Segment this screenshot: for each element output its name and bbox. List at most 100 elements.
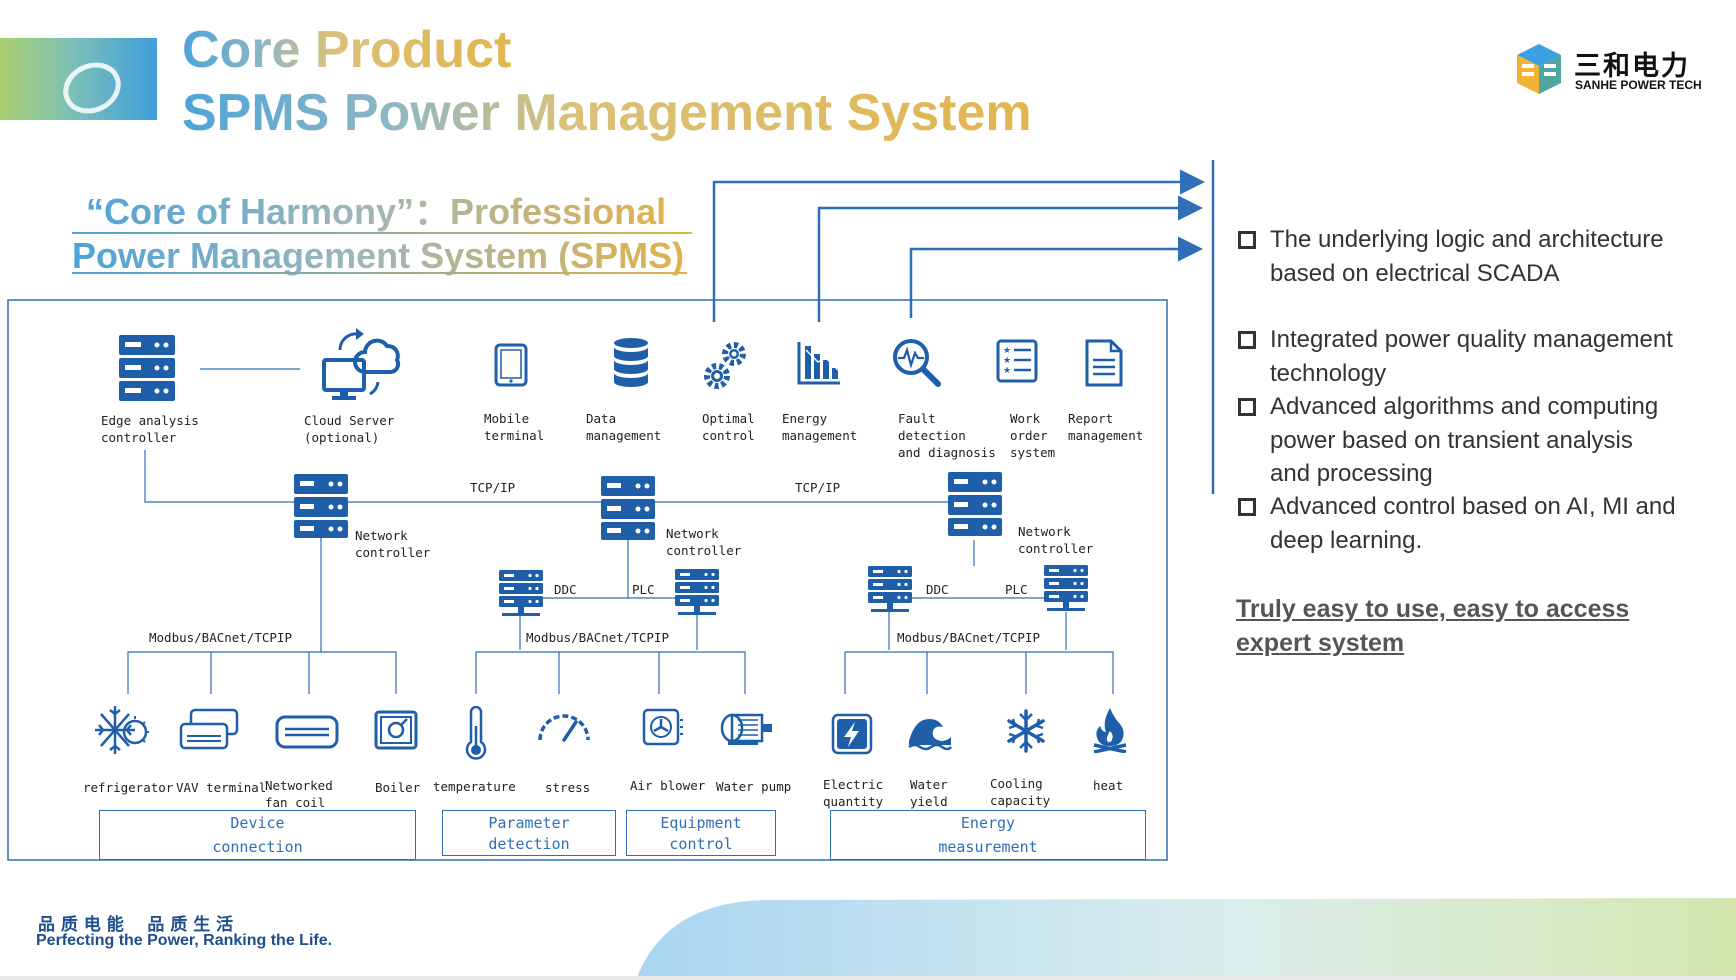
device-label-water-pump: Water pump (716, 779, 792, 794)
checkbox-square-icon (1238, 231, 1256, 249)
document-icon (1085, 339, 1123, 387)
node-label-fault-detection: Fault detection and diagnosis (898, 411, 996, 460)
network-controller-server-icon (294, 474, 348, 538)
bar-chart-icon (797, 342, 840, 385)
water-pump-icon (720, 713, 772, 745)
subtitle-line1: “Core of Harmony”：Professional (86, 191, 667, 232)
feature-bullet-3: Advanced algorithms and computing power … (1238, 390, 1678, 491)
device-label-refrigerator: refrigerator (83, 780, 174, 795)
plc-server-icon (675, 569, 719, 615)
network-controller-label-1: Network controller (355, 528, 431, 560)
cube-logo-icon (1517, 44, 1561, 94)
device-label-heat: heat (1093, 778, 1124, 793)
device-label-air-blower: Air blower (630, 778, 706, 793)
checkbox-square-icon (1238, 498, 1256, 516)
header-decoration (0, 38, 157, 120)
network-controller-server-icon (948, 472, 1002, 536)
subtitle-underline-1 (72, 232, 692, 234)
node-label-report-management: Report management (1068, 411, 1144, 443)
plc-label-2: PLC (1005, 582, 1028, 597)
footer-slogan-en: Perfecting the Power, Ranking the Life. (36, 932, 333, 949)
thermometer-icon (465, 706, 487, 760)
node-label-mobile-terminal: Mobile terminal (484, 411, 545, 443)
device-label-boiler: Boiler (375, 780, 421, 795)
device-label-electric-quantity: Electric quantity (823, 777, 884, 809)
refrigerator-icon (95, 706, 149, 754)
ddc-server-icon (499, 570, 543, 616)
footer-wave-decoration (636, 898, 1736, 980)
protocol-label-tcpip-1: TCP/IP (470, 480, 516, 495)
category-label: Parameter detection (488, 814, 570, 853)
lightning-icon (831, 713, 873, 755)
tagline: Truly easy to use, easy to access expert… (1236, 595, 1630, 657)
bottom-edge (0, 976, 1736, 980)
server-icon (119, 335, 175, 401)
protocol-label-modbus-3: Modbus/BACnet/TCPIP (897, 630, 1040, 645)
category-equipment-control: Equipment control (626, 810, 776, 856)
category-label: Device connection (212, 814, 303, 856)
page-title-line1: Core Product (182, 21, 512, 79)
device-label-vav-terminal: VAV terminal (176, 780, 267, 795)
node-label-data-management: Data management (586, 411, 662, 443)
checkbox-square-icon (1238, 398, 1256, 416)
feature-text: The underlying logic and architecture ba… (1270, 226, 1664, 287)
node-label-energy-management: Energy management (782, 411, 858, 443)
cloud-server-icon (322, 328, 401, 400)
page-title-line2: SPMS Power Management System (182, 84, 1032, 142)
tablet-icon (494, 343, 528, 387)
device-label-water-yield: Water yield (910, 777, 948, 809)
svg-text:★: ★ (1003, 356, 1011, 366)
logo-en-text: SANHE POWER TECH (1575, 78, 1702, 92)
checkbox-square-icon (1238, 331, 1256, 349)
plc-server-icon (1044, 565, 1088, 611)
company-logo: 三和电力 SANHE POWER TECH (1514, 42, 1704, 98)
device-label-cooling-capacity: Cooling capacity (990, 776, 1051, 808)
feature-text: Advanced control based on AI, MI and dee… (1270, 493, 1676, 554)
node-label-cloud-server: Cloud Server (optional) (304, 413, 395, 445)
air-blower-icon (642, 708, 683, 746)
node-label-work-order: Work order system (1010, 411, 1056, 460)
database-icon (614, 338, 648, 387)
logo-cn-text: 三和电力 (1574, 51, 1690, 82)
network-controller-label-2: Network controller (666, 526, 742, 558)
subtitle-line2: Power Management System (SPMS) (72, 235, 685, 276)
category-device-connection: Device connection (99, 810, 416, 860)
snowflake-icon (1007, 709, 1045, 753)
magnifier-pulse-icon (893, 339, 941, 387)
svg-text:★: ★ (1003, 346, 1011, 356)
feature-bullet-1: The underlying logic and architecture ba… (1238, 223, 1678, 290)
device-label-fan-coil: Networked fan coil (265, 778, 333, 810)
category-label: Energy measurement (938, 814, 1038, 856)
protocol-label-modbus-2: Modbus/BACnet/TCPIP (526, 630, 669, 645)
node-label-optimal-control: Optimal control (702, 411, 755, 443)
device-label-temperature: temperature (433, 779, 516, 794)
network-controller-server-icon (601, 476, 655, 540)
ring-icon (63, 62, 121, 114)
ddc-label-2: DDC (926, 582, 949, 597)
category-energy-measurement: Energy measurement (830, 810, 1146, 860)
feature-bullet-2: Integrated power quality management tech… (1238, 323, 1678, 390)
feature-text: Advanced algorithms and computing power … (1270, 393, 1659, 487)
category-parameter-detection: Parameter detection (442, 810, 616, 856)
boiler-icon (374, 710, 418, 750)
device-label-stress: stress (545, 780, 591, 795)
node-label-edge-analysis: Edge analysis controller (101, 413, 199, 445)
network-controller-label-3: Network controller (1018, 524, 1094, 556)
footer-slogan-cn: 品 质 电 能 品 质 生 活 (38, 915, 234, 935)
gauge-icon (538, 714, 590, 742)
vav-terminal-icon (179, 708, 239, 750)
subtitle-underline-2 (72, 272, 687, 274)
plc-label-1: PLC (632, 582, 655, 597)
ddc-label-1: DDC (554, 582, 577, 597)
checklist-icon: ★ ★ ★ (996, 339, 1038, 383)
svg-text:★: ★ (1003, 366, 1011, 376)
water-wave-icon (908, 719, 952, 751)
gears-icon (704, 342, 746, 389)
protocol-label-tcpip-2: TCP/IP (795, 480, 841, 495)
category-label: Equipment control (660, 814, 742, 853)
feature-bullet-4: Advanced control based on AI, MI and dee… (1238, 490, 1678, 557)
fire-icon (1093, 708, 1127, 753)
protocol-label-modbus-1: Modbus/BACnet/TCPIP (149, 630, 292, 645)
feature-text: Integrated power quality management tech… (1270, 326, 1673, 387)
fan-coil-icon (275, 715, 339, 749)
